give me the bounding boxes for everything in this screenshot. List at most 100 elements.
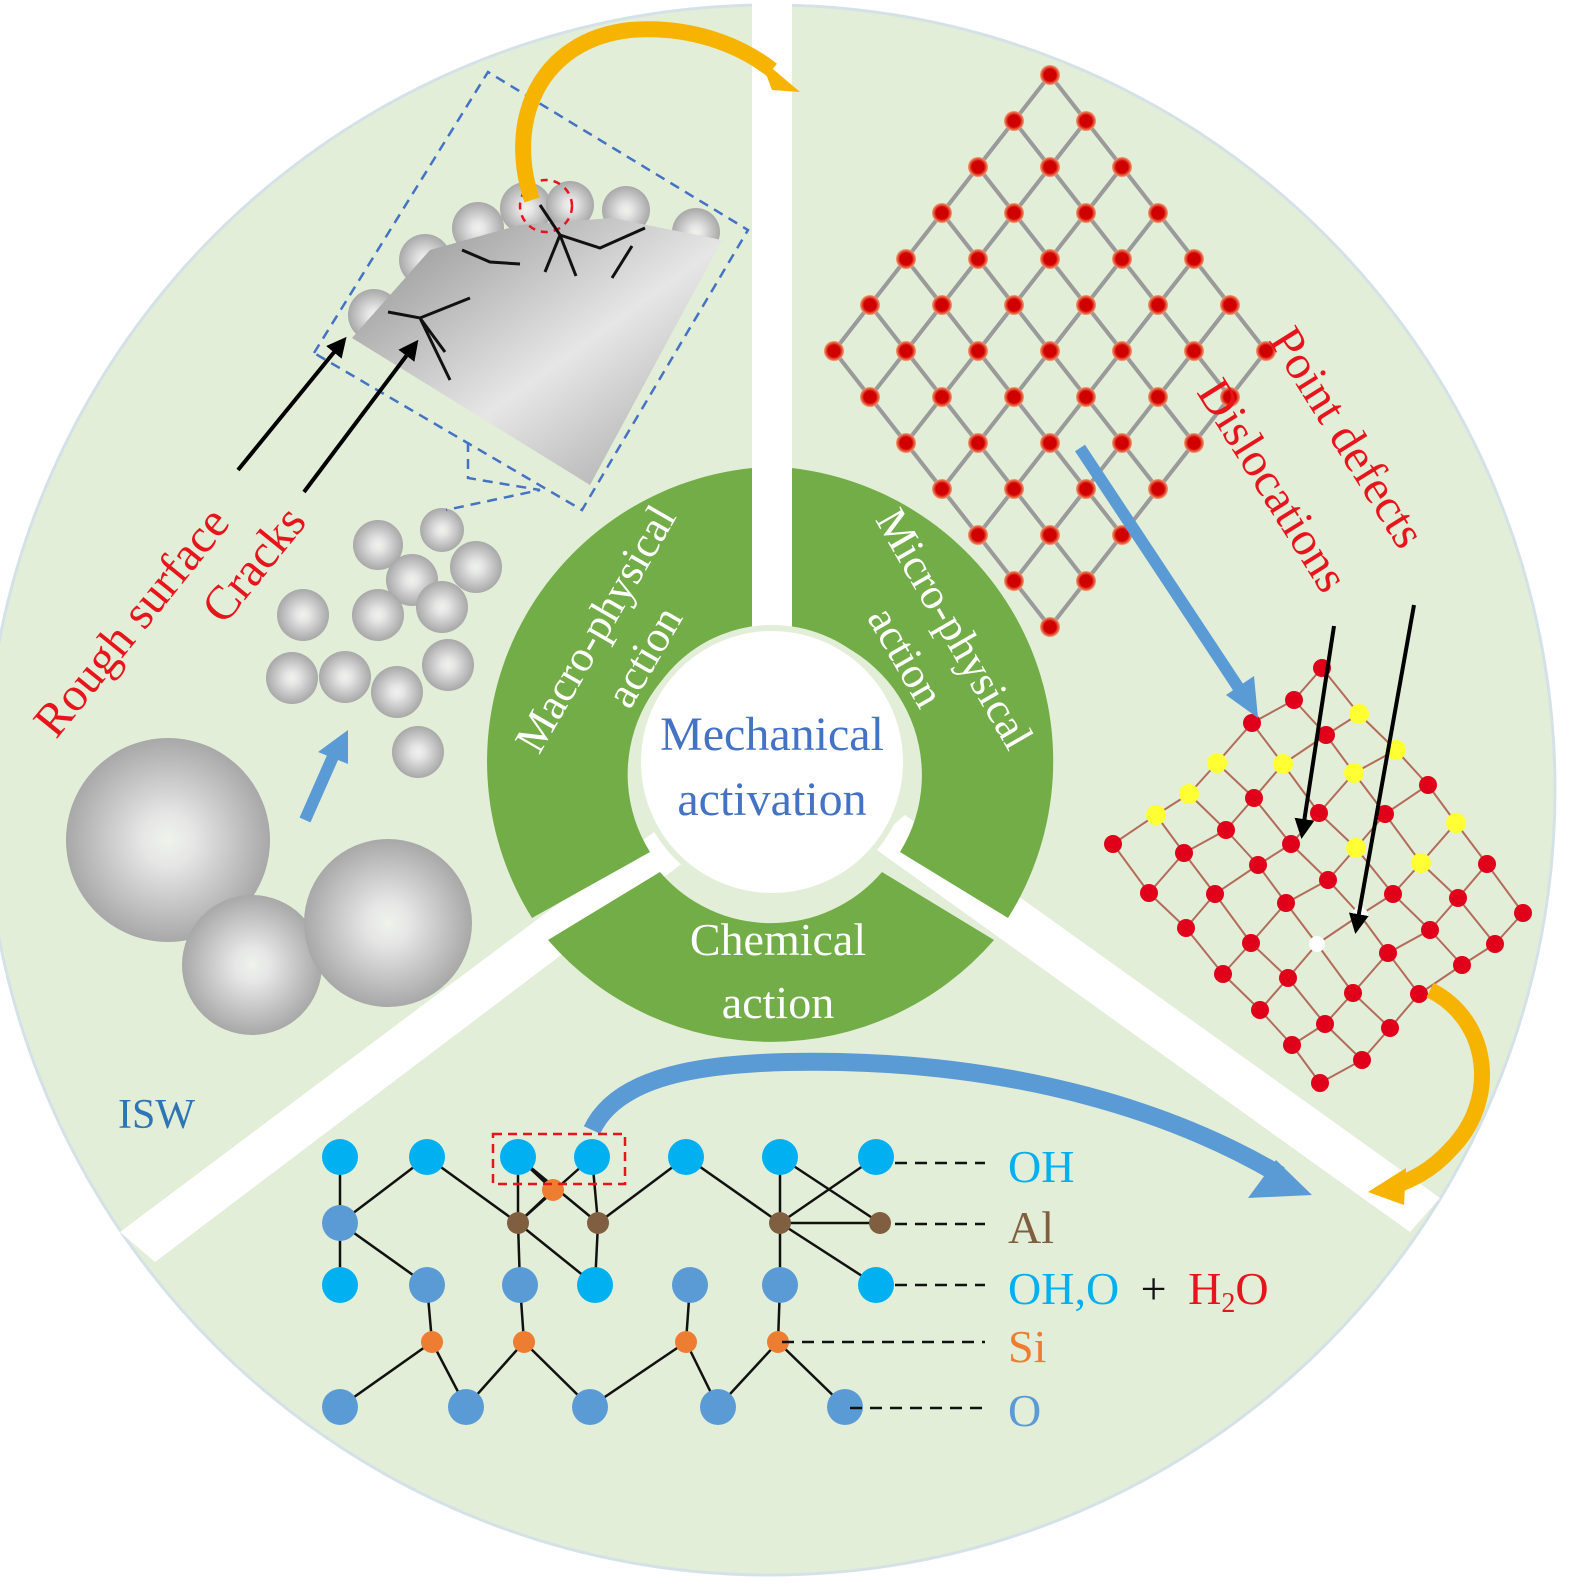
small-particle bbox=[352, 589, 404, 641]
defect-atom bbox=[1411, 853, 1431, 873]
defect-atom bbox=[1282, 835, 1300, 853]
lattice-atom bbox=[1004, 387, 1024, 407]
chem-bond bbox=[589, 1340, 687, 1409]
defect-atom bbox=[1353, 1051, 1371, 1069]
defect-bond bbox=[1316, 943, 1354, 994]
lattice-atom bbox=[1112, 433, 1132, 453]
defect-atom bbox=[1376, 805, 1394, 823]
lattice-atom bbox=[1184, 341, 1204, 361]
lattice-arrow bbox=[1074, 444, 1246, 694]
lattice-atom bbox=[1148, 203, 1168, 223]
legend-si: Si bbox=[1008, 1321, 1046, 1372]
legend-h2o-o: O bbox=[1235, 1263, 1268, 1314]
lattice-atom bbox=[1148, 295, 1168, 315]
legend-al: Al bbox=[1008, 1202, 1054, 1253]
lattice-atom bbox=[1004, 571, 1024, 591]
lattice-atom bbox=[1148, 479, 1168, 499]
separator-top bbox=[752, 0, 792, 660]
lattice-atom bbox=[896, 249, 916, 269]
chem-atom bbox=[769, 1212, 791, 1234]
defect-atom bbox=[1245, 789, 1263, 807]
defect-atom bbox=[1277, 894, 1295, 912]
small-particle bbox=[392, 726, 444, 778]
chem-atom bbox=[322, 1205, 358, 1241]
small-particle bbox=[277, 589, 329, 641]
crack-marks bbox=[387, 204, 646, 381]
sector-chemical bbox=[548, 872, 994, 1042]
defect-atom bbox=[1381, 1019, 1399, 1037]
chem-atom bbox=[502, 1267, 538, 1303]
lattice-atom bbox=[968, 341, 988, 361]
lattice-atom bbox=[1004, 479, 1024, 499]
legend-h2o-sub: 2 bbox=[1221, 1288, 1235, 1319]
chem-atom bbox=[767, 1331, 789, 1353]
chem-atom bbox=[827, 1389, 863, 1425]
defect-atom bbox=[1285, 691, 1303, 709]
small-particle bbox=[353, 520, 403, 570]
chem-atom bbox=[762, 1139, 798, 1175]
defect-atom bbox=[1179, 784, 1199, 804]
chem-atom bbox=[668, 1139, 704, 1175]
chem-atom bbox=[587, 1212, 609, 1234]
lattice-atom bbox=[1040, 617, 1060, 637]
defect-atom bbox=[1344, 763, 1364, 783]
transfer-arrow-top bbox=[515, 21, 777, 203]
transfer-arrow-top-head bbox=[760, 58, 800, 92]
defect-bond bbox=[1384, 813, 1422, 864]
chem-atom bbox=[574, 1139, 610, 1175]
large-particle bbox=[304, 839, 472, 1007]
defect-bond bbox=[1253, 797, 1292, 845]
crack-mark bbox=[461, 248, 521, 266]
crack-highlight bbox=[518, 178, 574, 234]
isw-label: ISW bbox=[118, 1092, 195, 1138]
defect-bond bbox=[1282, 763, 1320, 814]
chem-atom bbox=[409, 1267, 445, 1303]
defect-atom bbox=[1311, 1074, 1329, 1092]
surface-bump bbox=[500, 182, 552, 234]
chem-atom bbox=[577, 1267, 613, 1303]
lattice-atom bbox=[1040, 525, 1060, 545]
lattice-atom bbox=[896, 341, 916, 361]
cracks-arrow bbox=[302, 339, 419, 494]
point-defects-arrow bbox=[1348, 604, 1416, 934]
chem-bond bbox=[339, 1340, 433, 1409]
defect-atom bbox=[1177, 919, 1195, 937]
lattice-atom bbox=[860, 295, 880, 315]
sector-macro bbox=[487, 468, 752, 918]
defect-atom bbox=[1175, 844, 1193, 862]
chem-atom bbox=[858, 1267, 894, 1303]
defect-atom bbox=[1446, 813, 1466, 833]
lattice-atom bbox=[1220, 295, 1240, 315]
chem-bond bbox=[339, 1156, 428, 1224]
small-particle bbox=[422, 639, 474, 691]
chem-atom bbox=[500, 1139, 536, 1175]
dislocations-arrow bbox=[1294, 625, 1336, 839]
defect-atom bbox=[1217, 821, 1235, 839]
crack-mark bbox=[538, 204, 646, 277]
lattice-atom bbox=[1040, 433, 1060, 453]
lattice-atom bbox=[1076, 479, 1096, 499]
defect-atom bbox=[1478, 855, 1496, 873]
defect-bond bbox=[1287, 977, 1326, 1025]
lattice-atom bbox=[1184, 249, 1204, 269]
defect-atom bbox=[1242, 934, 1260, 952]
chem-atom bbox=[322, 1139, 358, 1175]
lattice-atom bbox=[968, 433, 988, 453]
defect-atom bbox=[1421, 921, 1439, 939]
lattice-atom bbox=[1112, 157, 1132, 177]
defect-bond bbox=[1486, 863, 1524, 914]
perfect-lattice bbox=[824, 65, 1276, 637]
small-particle bbox=[420, 508, 464, 552]
chemical-atoms bbox=[322, 1139, 894, 1425]
grinding-arrow bbox=[299, 749, 341, 823]
chem-bond bbox=[779, 1221, 877, 1287]
legend-oh: OH bbox=[1008, 1141, 1074, 1192]
lattice-atom bbox=[932, 387, 952, 407]
small-particle bbox=[416, 581, 468, 633]
lattice-atom bbox=[1220, 387, 1240, 407]
center-circle bbox=[635, 625, 909, 899]
lattice-atom bbox=[1112, 249, 1132, 269]
defect-bond bbox=[1457, 897, 1496, 945]
